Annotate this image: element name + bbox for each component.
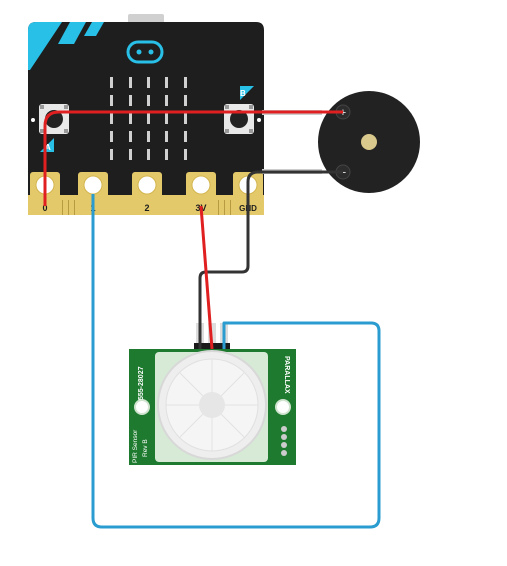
pir-mount-hole-right: [275, 399, 291, 415]
led-4-1: [129, 149, 132, 160]
pir-brand: PARALLAX: [283, 356, 290, 394]
corner-stripes: [28, 22, 104, 70]
wire-blue-pin1-pir[interactable]: [91, 194, 381, 529]
usb-connector: [128, 14, 164, 24]
side-dot-left: [31, 118, 35, 122]
led-2-0: [110, 113, 113, 124]
led-0-3: [165, 77, 168, 88]
button-b-arrow-icon: [240, 86, 254, 100]
button-b[interactable]: [224, 104, 254, 134]
led-3-0: [110, 131, 113, 142]
led-3-4: [184, 131, 187, 142]
led-1-4: [184, 95, 187, 106]
led-1-1: [129, 95, 132, 106]
led-1-2: [147, 95, 150, 106]
edge-tooth: [230, 200, 231, 215]
edge-tooth: [62, 200, 63, 215]
led-2-1: [129, 113, 132, 124]
pir-jumper-3: [281, 442, 287, 448]
microbit-board[interactable]: A B: [28, 14, 264, 215]
buzzer-center: [361, 134, 377, 150]
led-0-1: [129, 77, 132, 88]
button-a-label: A: [45, 143, 51, 152]
edge-tooth: [218, 200, 219, 215]
led-4-3: [165, 149, 168, 160]
led-4-4: [184, 149, 187, 160]
pir-jumper-1: [281, 426, 287, 432]
side-dot-right: [257, 118, 261, 122]
pir-part-number: 555-28027: [138, 366, 145, 400]
pir-mount-hole-left: [134, 399, 150, 415]
button-b-label: B: [240, 89, 246, 98]
piezo-buzzer[interactable]: + −: [262, 91, 420, 193]
pir-jumper-2: [281, 434, 287, 440]
pin-2-label: 2: [144, 203, 149, 213]
edge-tooth: [68, 200, 69, 215]
board-body: [28, 22, 264, 195]
pin-2[interactable]: [132, 172, 162, 215]
pin-0-label: 0: [42, 203, 47, 213]
pin-3v[interactable]: [186, 172, 216, 215]
led-0-4: [184, 77, 187, 88]
wire-red-pin0-buzzer[interactable]: [43, 110, 343, 206]
edge-tooth: [224, 200, 225, 215]
pir-jumper-4: [281, 450, 287, 456]
led-matrix: [110, 77, 187, 160]
led-1-3: [165, 95, 168, 106]
led-3-2: [147, 131, 150, 142]
led-2-4: [184, 113, 187, 124]
pir-name-line1: PIR Sensor: [132, 429, 139, 463]
led-0-2: [147, 77, 150, 88]
led-3-1: [129, 131, 132, 142]
led-2-2: [147, 113, 150, 124]
led-2-3: [165, 113, 168, 124]
led-0-0: [110, 77, 113, 88]
pir-dome-center: [199, 392, 225, 418]
pir-sensor[interactable]: 555-28027 PIR Sensor Rev B PARALLAX: [129, 323, 296, 465]
led-3-3: [165, 131, 168, 142]
pin-1[interactable]: [78, 172, 108, 215]
wire-red-3v-pir[interactable]: [199, 205, 214, 350]
pir-name-line2: Rev B: [142, 439, 149, 457]
led-4-2: [147, 149, 150, 160]
microbit-logo: [126, 40, 164, 64]
edge-tooth: [74, 200, 75, 215]
wire-black-gnd[interactable]: [198, 170, 343, 349]
led-1-0: [110, 95, 113, 106]
led-4-0: [110, 149, 113, 160]
